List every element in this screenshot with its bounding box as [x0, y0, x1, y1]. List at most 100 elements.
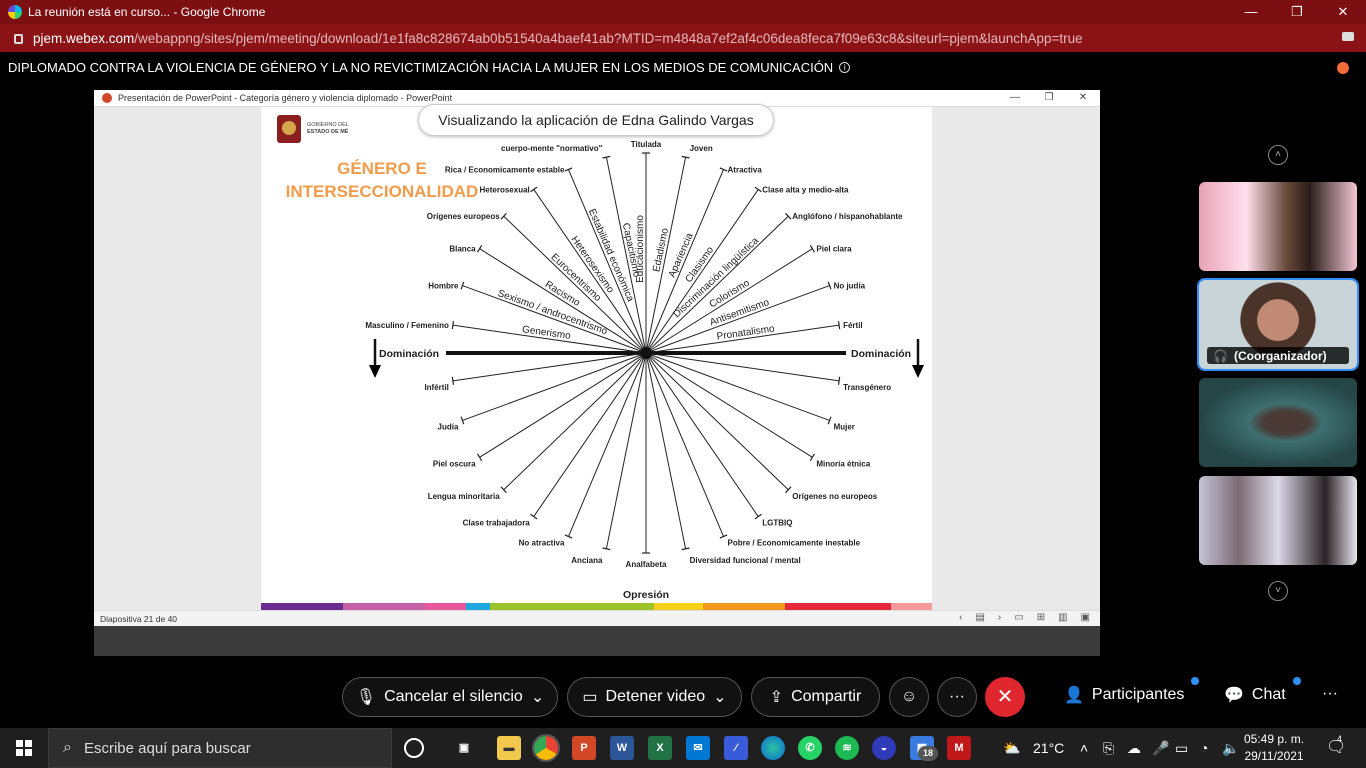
taskbar-search[interactable]: ⌕ Escribe aquí para buscar	[48, 728, 392, 768]
bottom-spoke-end-label: Minoría étnica	[816, 459, 870, 468]
task-view-icon[interactable]: ▣	[458, 742, 470, 754]
top-spoke-axis-label: Pronatalismo	[716, 324, 776, 343]
app-icon[interactable]: ⁄	[724, 736, 748, 760]
restore-button[interactable]: ❐	[1291, 4, 1303, 19]
normal-view-icon[interactable]: ▭	[1014, 612, 1024, 623]
mail-icon[interactable]: ✉	[686, 736, 710, 760]
spoke-tick	[719, 534, 728, 539]
participant-tile-4[interactable]	[1199, 476, 1357, 565]
spoke-tick	[827, 281, 832, 290]
bottom-spoke	[645, 352, 830, 421]
file-explorer-icon[interactable]: ▬	[497, 736, 521, 760]
next-slide-icon[interactable]: ›	[997, 612, 1002, 623]
browser-titlebar: La reunión está en curso... - Google Chr…	[0, 0, 1366, 24]
top-spoke-end-label: Atractiva	[728, 165, 763, 174]
top-spoke-end-label: Hombre	[428, 282, 459, 291]
webex-icon[interactable]: ◒	[872, 736, 896, 760]
top-spoke	[462, 285, 647, 354]
notes-icon[interactable]: ▤	[975, 612, 985, 623]
participant-tile-2[interactable]: 🎧 (Coorganizador)	[1197, 278, 1359, 371]
share-button[interactable]: ⇪ Compartir	[751, 677, 880, 717]
slide-title-line2: INTERSECCIONALIDAD	[285, 182, 479, 201]
whatsapp-icon[interactable]: ✆	[798, 736, 822, 760]
wifi-icon[interactable]: ◔	[1200, 740, 1209, 756]
address-bar[interactable]: pjem.webex.com/webappng/sites/pjem/meeti…	[0, 24, 1366, 52]
top-spoke-end-label: Blanca	[449, 245, 476, 254]
slide: GOBIERNO DEL ESTADO DE MÉ GÉNERO E INTER…	[261, 107, 932, 610]
notification-count: 4	[1337, 734, 1343, 744]
slide-title-line1: GÉNERO E	[337, 159, 427, 178]
edge-icon[interactable]	[761, 736, 785, 760]
participant-name: (Coorganizador)	[1233, 348, 1327, 363]
video-camera-icon: ▭	[582, 689, 598, 706]
pp-close-icon: ✕	[1078, 92, 1088, 103]
unmute-button[interactable]: 🎙 Cancelar el silencio ⌄	[342, 677, 558, 717]
start-button[interactable]	[0, 728, 48, 768]
bottom-spoke	[452, 352, 647, 382]
person-icon: 👤	[1064, 687, 1084, 704]
meet-icon[interactable]: ⎘	[1103, 740, 1115, 756]
top-spoke-end-label: Joven	[690, 144, 713, 153]
bottom-spoke-end-label: Diversidad funcional / mental	[690, 556, 801, 565]
top-spoke-end-label: cuerpo-mente "normativo"	[501, 144, 603, 153]
tray-chevron-icon[interactable]: ˄	[1080, 740, 1089, 756]
lock-icon[interactable]	[14, 34, 23, 44]
excel-icon[interactable]: X	[648, 736, 672, 760]
participant-tile-3[interactable]	[1199, 378, 1357, 467]
chat-label: Chat	[1251, 686, 1286, 703]
weather-icon[interactable]: ⛅	[1003, 740, 1021, 756]
top-spoke-end-label: Clase alta y medio-alta	[762, 185, 849, 194]
info-icon[interactable]: i	[839, 61, 851, 73]
prev-slide-icon[interactable]: ‹	[959, 612, 963, 623]
logo-line2: ESTADO DE MÉ	[307, 129, 349, 135]
search-placeholder: Escribe aquí para buscar	[83, 739, 251, 757]
mcafee-icon[interactable]: M	[947, 736, 971, 760]
spoke-tick	[809, 453, 815, 462]
logo-line1: GOBIERNO DEL	[307, 122, 349, 128]
close-window-button[interactable]: ✕	[1337, 4, 1349, 19]
clock[interactable]: 05:49 p. m. 29/11/2021	[1244, 731, 1304, 765]
windows-logo-icon	[16, 740, 32, 756]
left-arrow-head	[369, 365, 381, 378]
battery-icon[interactable]: ▭	[1175, 740, 1189, 756]
headset-icon: 🎧	[1213, 348, 1228, 363]
top-spoke-end-label: Rica / Economicamente estable	[445, 165, 565, 174]
bottom-spoke-end-label: LGTBIQ	[762, 519, 792, 528]
camera-icon[interactable]	[1342, 32, 1354, 41]
minimize-button[interactable]: —	[1244, 4, 1258, 19]
bottom-spoke	[479, 352, 647, 458]
spotify-icon[interactable]: ≋	[835, 736, 859, 760]
temperature[interactable]: 21°C	[1033, 740, 1065, 756]
chevron-down-icon: ⌄	[530, 689, 545, 706]
onedrive-icon[interactable]: ☁	[1127, 740, 1141, 756]
spoke-tick	[827, 416, 832, 425]
reactions-button[interactable]: ☺	[889, 677, 929, 717]
volume-icon[interactable]: 🔈	[1222, 740, 1240, 756]
powerpoint-icon[interactable]: P	[572, 736, 596, 760]
cortana-icon[interactable]	[404, 738, 424, 758]
stop-video-button[interactable]: ▭ Detener video ⌄	[567, 677, 742, 717]
clock-time: 05:49 p. m.	[1244, 732, 1305, 746]
sorter-view-icon[interactable]: ⊞	[1036, 612, 1046, 623]
overflow-menu-button[interactable]: ···	[1322, 685, 1338, 702]
chat-button[interactable]: 💬 Chat	[1224, 685, 1286, 705]
slideshow-icon[interactable]: ▣	[1080, 612, 1090, 623]
chrome-icon[interactable]	[532, 734, 560, 762]
scroll-up-icon[interactable]: ˄	[1268, 145, 1288, 165]
spoke-tick	[564, 534, 573, 539]
search-icon: ⌕	[63, 739, 72, 756]
word-icon[interactable]: W	[610, 736, 634, 760]
more-options-button[interactable]: ···	[937, 677, 977, 717]
spoke-tick	[602, 547, 611, 551]
participant-tile-1[interactable]	[1199, 182, 1357, 271]
microphone-icon[interactable]: 🎤	[1152, 740, 1170, 756]
reading-view-icon[interactable]: ▥	[1058, 612, 1068, 623]
participant-label: 🎧 (Coorganizador)	[1207, 347, 1349, 364]
spoke-tick	[500, 212, 507, 220]
scroll-down-icon[interactable]: ˅	[1268, 581, 1288, 601]
leave-meeting-button[interactable]: ✕	[985, 677, 1025, 717]
notification-icon[interactable]: 🗨	[1326, 739, 1347, 756]
top-spoke	[479, 248, 647, 354]
participants-button[interactable]: 👤 Participantes	[1064, 685, 1184, 705]
right-arrow-head	[912, 365, 924, 378]
